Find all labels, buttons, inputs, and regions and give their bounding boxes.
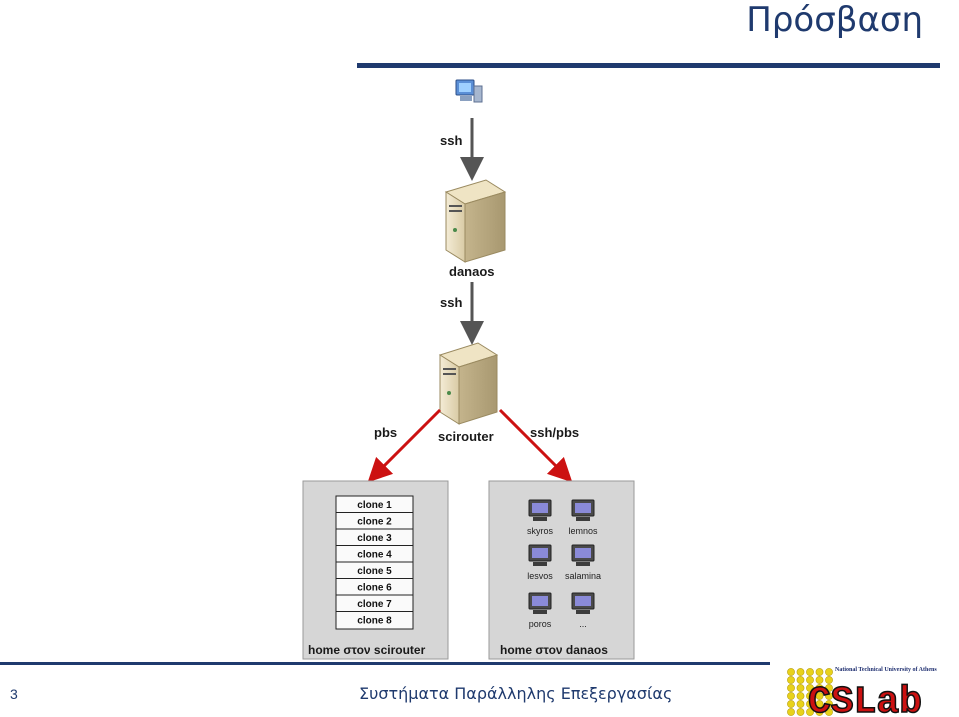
panel-home-scirouter: clone 1 clone 2 clone 3 clone 4 clone 5 clone… xyxy=(302,480,449,660)
clone-node-label: clone 5 xyxy=(357,566,392,577)
slide-title: Πρόσβαση xyxy=(746,0,923,40)
clone-node-label: clone 4 xyxy=(357,550,392,561)
title-underline xyxy=(357,63,940,68)
host-label: lesvos xyxy=(527,571,553,581)
host-computer-icon xyxy=(528,592,552,614)
footer-course-title: Συστήματα Παράλληλης Επεξεργασίας xyxy=(359,684,673,703)
clone-node-label: clone 3 xyxy=(357,533,392,544)
client-computer-icon xyxy=(455,79,483,103)
clone-node-label: clone 1 xyxy=(357,500,392,511)
panel-title-scirouter: home στον scirouter xyxy=(308,643,426,657)
edge-label-ssh-1: ssh xyxy=(440,133,462,148)
panel-home-danaos: skyros lemnos lesvos salamina poros... home … xyxy=(488,480,635,660)
ssh-pbs-arrow xyxy=(498,408,573,483)
host-computer-icon xyxy=(528,499,552,521)
server-icon-scirouter xyxy=(438,342,499,425)
clone-node-label: clone 8 xyxy=(357,616,392,627)
server-icon-danaos xyxy=(444,179,507,263)
host-label: lemnos xyxy=(568,526,598,536)
clone-node-label: clone 7 xyxy=(357,599,392,610)
server-label-danaos: danaos xyxy=(449,264,495,279)
clone-node-label: clone 6 xyxy=(357,583,392,594)
host-computer-icon xyxy=(571,499,595,521)
edge-label-ssh-2: ssh xyxy=(440,295,462,310)
edge-label-pbs: pbs xyxy=(374,425,397,440)
pbs-arrow xyxy=(367,408,442,483)
host-label: ... xyxy=(579,619,587,629)
clone-node-label: clone 2 xyxy=(357,517,392,528)
page-number: 3 xyxy=(10,686,18,702)
host-label: skyros xyxy=(527,526,554,536)
footer-rule xyxy=(0,662,770,665)
edge-label-ssh-pbs: ssh/pbs xyxy=(530,425,579,440)
host-label: poros xyxy=(529,619,552,629)
host-computer-icon xyxy=(571,544,595,566)
host-computer-icon xyxy=(528,544,552,566)
host-label: salamina xyxy=(565,571,601,581)
server-label-scirouter: scirouter xyxy=(438,429,494,444)
panel-title-danaos: home στον danaos xyxy=(500,643,608,657)
host-computer-icon xyxy=(571,592,595,614)
